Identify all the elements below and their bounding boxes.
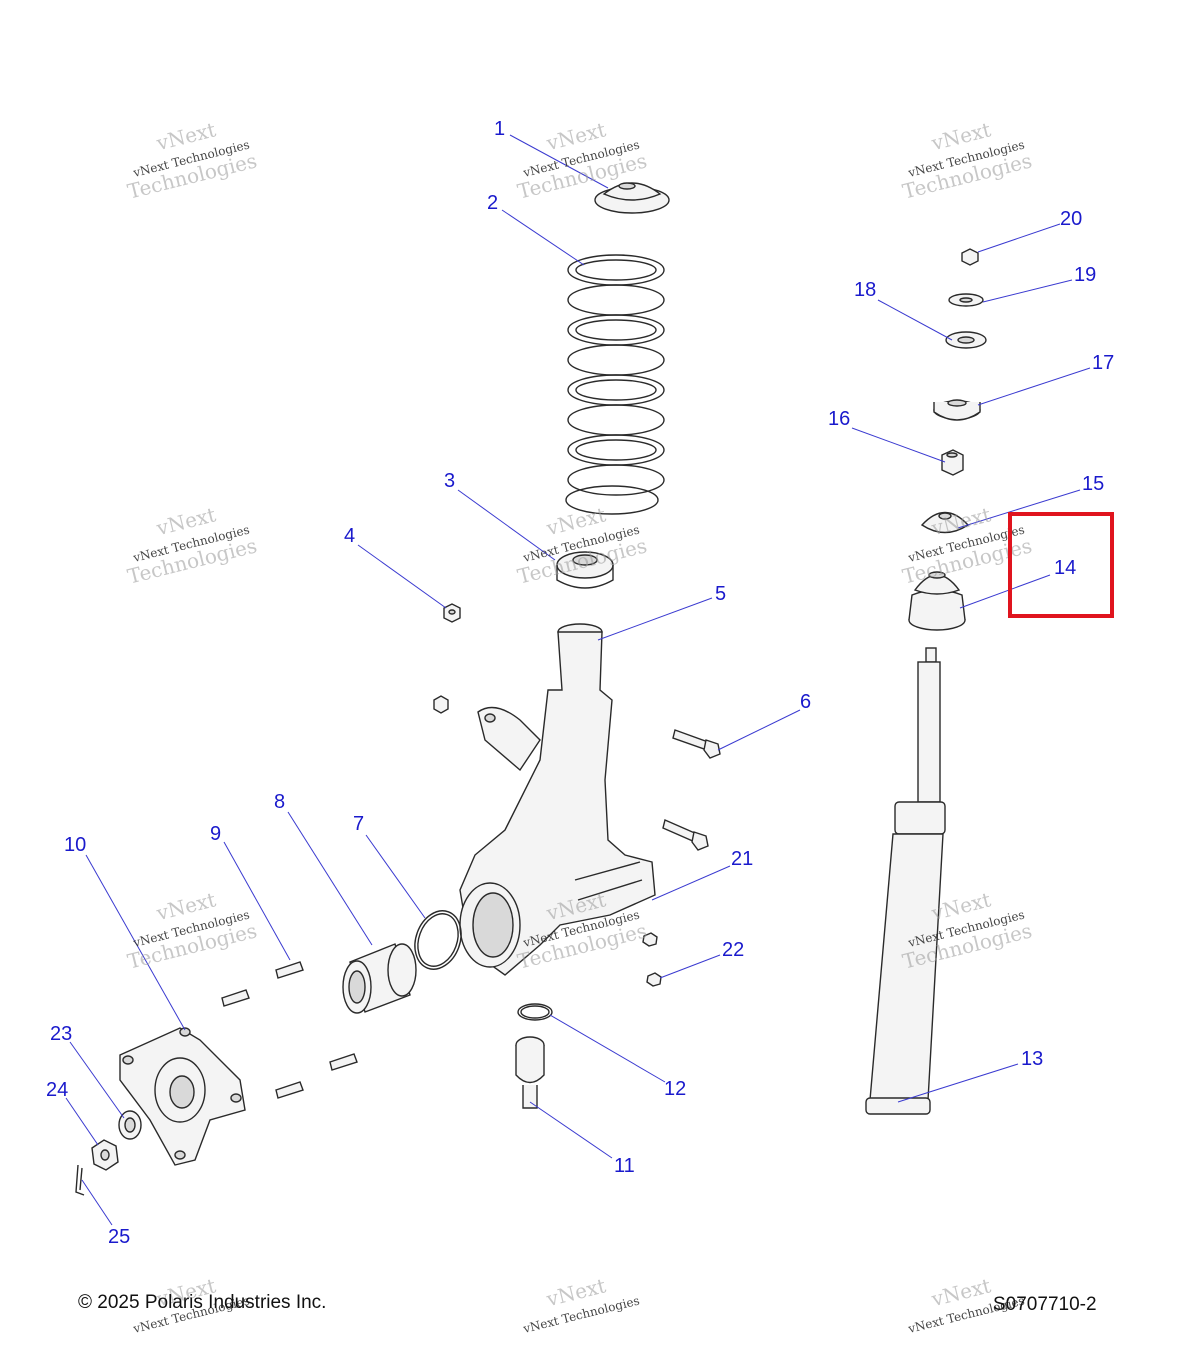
- callout-21[interactable]: 21: [731, 848, 753, 870]
- part-washer-23[interactable]: [118, 1110, 142, 1140]
- watermark: vNext vNext Technologies Technologies: [125, 117, 259, 203]
- callout-9[interactable]: 9: [210, 823, 221, 845]
- part-bearing[interactable]: [342, 943, 417, 1014]
- callout-22[interactable]: 22: [722, 939, 744, 961]
- part-snap-ring[interactable]: [407, 904, 469, 975]
- part-bolt-knuckle[interactable]: [662, 819, 709, 851]
- callout-23[interactable]: 23: [50, 1023, 72, 1045]
- callout-10[interactable]: 10: [64, 834, 86, 856]
- callout-11[interactable]: 11: [614, 1155, 635, 1177]
- callout-14-highlight-box: [1008, 512, 1114, 618]
- callout-19[interactable]: 19: [1074, 264, 1096, 286]
- part-nut-20[interactable]: [961, 248, 979, 266]
- part-shock-absorber[interactable]: [865, 647, 946, 1115]
- watermark: vNext vNext Technologies Technologies: [515, 502, 649, 588]
- part-bump-stop[interactable]: [908, 571, 966, 631]
- copyright-text: © 2025 Polaris Industries Inc.: [78, 1292, 327, 1313]
- callout-16[interactable]: 16: [828, 408, 850, 430]
- callout-13[interactable]: 13: [1021, 1048, 1043, 1070]
- leader-lines: [65, 134, 1091, 1226]
- callout-24[interactable]: 24: [46, 1079, 68, 1101]
- part-knuckle[interactable]: [459, 623, 656, 976]
- diagram-code: S0707710-2: [993, 1294, 1097, 1315]
- callout-2[interactable]: 2: [487, 192, 498, 214]
- part-coil-spring[interactable]: [565, 254, 665, 515]
- callout-8[interactable]: 8: [274, 791, 285, 813]
- part-bushing-17[interactable]: [933, 399, 981, 421]
- part-small-bolts[interactable]: [642, 932, 662, 987]
- callout-3[interactable]: 3: [444, 470, 455, 492]
- callout-7[interactable]: 7: [353, 813, 364, 835]
- part-retaining-ring[interactable]: [517, 1003, 553, 1021]
- watermark: vNext vNext Technologies Technologies: [125, 502, 259, 588]
- callout-18[interactable]: 18: [854, 279, 876, 301]
- part-hub[interactable]: [119, 1027, 246, 1166]
- callout-12[interactable]: 12: [664, 1078, 686, 1100]
- part-washer-19[interactable]: [948, 293, 984, 307]
- part-washer-18[interactable]: [945, 331, 987, 349]
- part-nut-4[interactable]: [443, 603, 461, 623]
- part-studs[interactable]: [221, 961, 358, 1099]
- callout-1[interactable]: 1: [494, 118, 505, 140]
- callout-labels: 1 2 3 4 5 6 7 8 9 10 11 12 13 14 15 16 1…: [46, 118, 1114, 1248]
- callout-4[interactable]: 4: [344, 525, 355, 547]
- part-nut-16[interactable]: [941, 449, 964, 476]
- part-ball-joint[interactable]: [515, 1036, 545, 1109]
- callout-17[interactable]: 17: [1092, 352, 1114, 374]
- part-nut-knuckle[interactable]: [433, 695, 449, 714]
- callout-14[interactable]: 14: [1054, 557, 1076, 579]
- part-castle-nut[interactable]: [91, 1139, 119, 1171]
- callout-20[interactable]: 20: [1060, 208, 1082, 230]
- callout-6[interactable]: 6: [800, 691, 811, 713]
- watermark: vNext vNext Technologies: [521, 1273, 641, 1336]
- callout-25[interactable]: 25: [108, 1226, 130, 1248]
- callout-5[interactable]: 5: [715, 583, 726, 605]
- watermark: vNext vNext Technologies Technologies: [125, 887, 259, 973]
- callout-15[interactable]: 15: [1082, 473, 1104, 495]
- part-cotter-pin[interactable]: [75, 1164, 85, 1196]
- watermark: vNext vNext Technologies Technologies: [900, 117, 1034, 203]
- part-spring-seat[interactable]: [556, 551, 614, 589]
- part-bolt-6[interactable]: [672, 729, 721, 759]
- part-spring-cap[interactable]: [594, 182, 670, 214]
